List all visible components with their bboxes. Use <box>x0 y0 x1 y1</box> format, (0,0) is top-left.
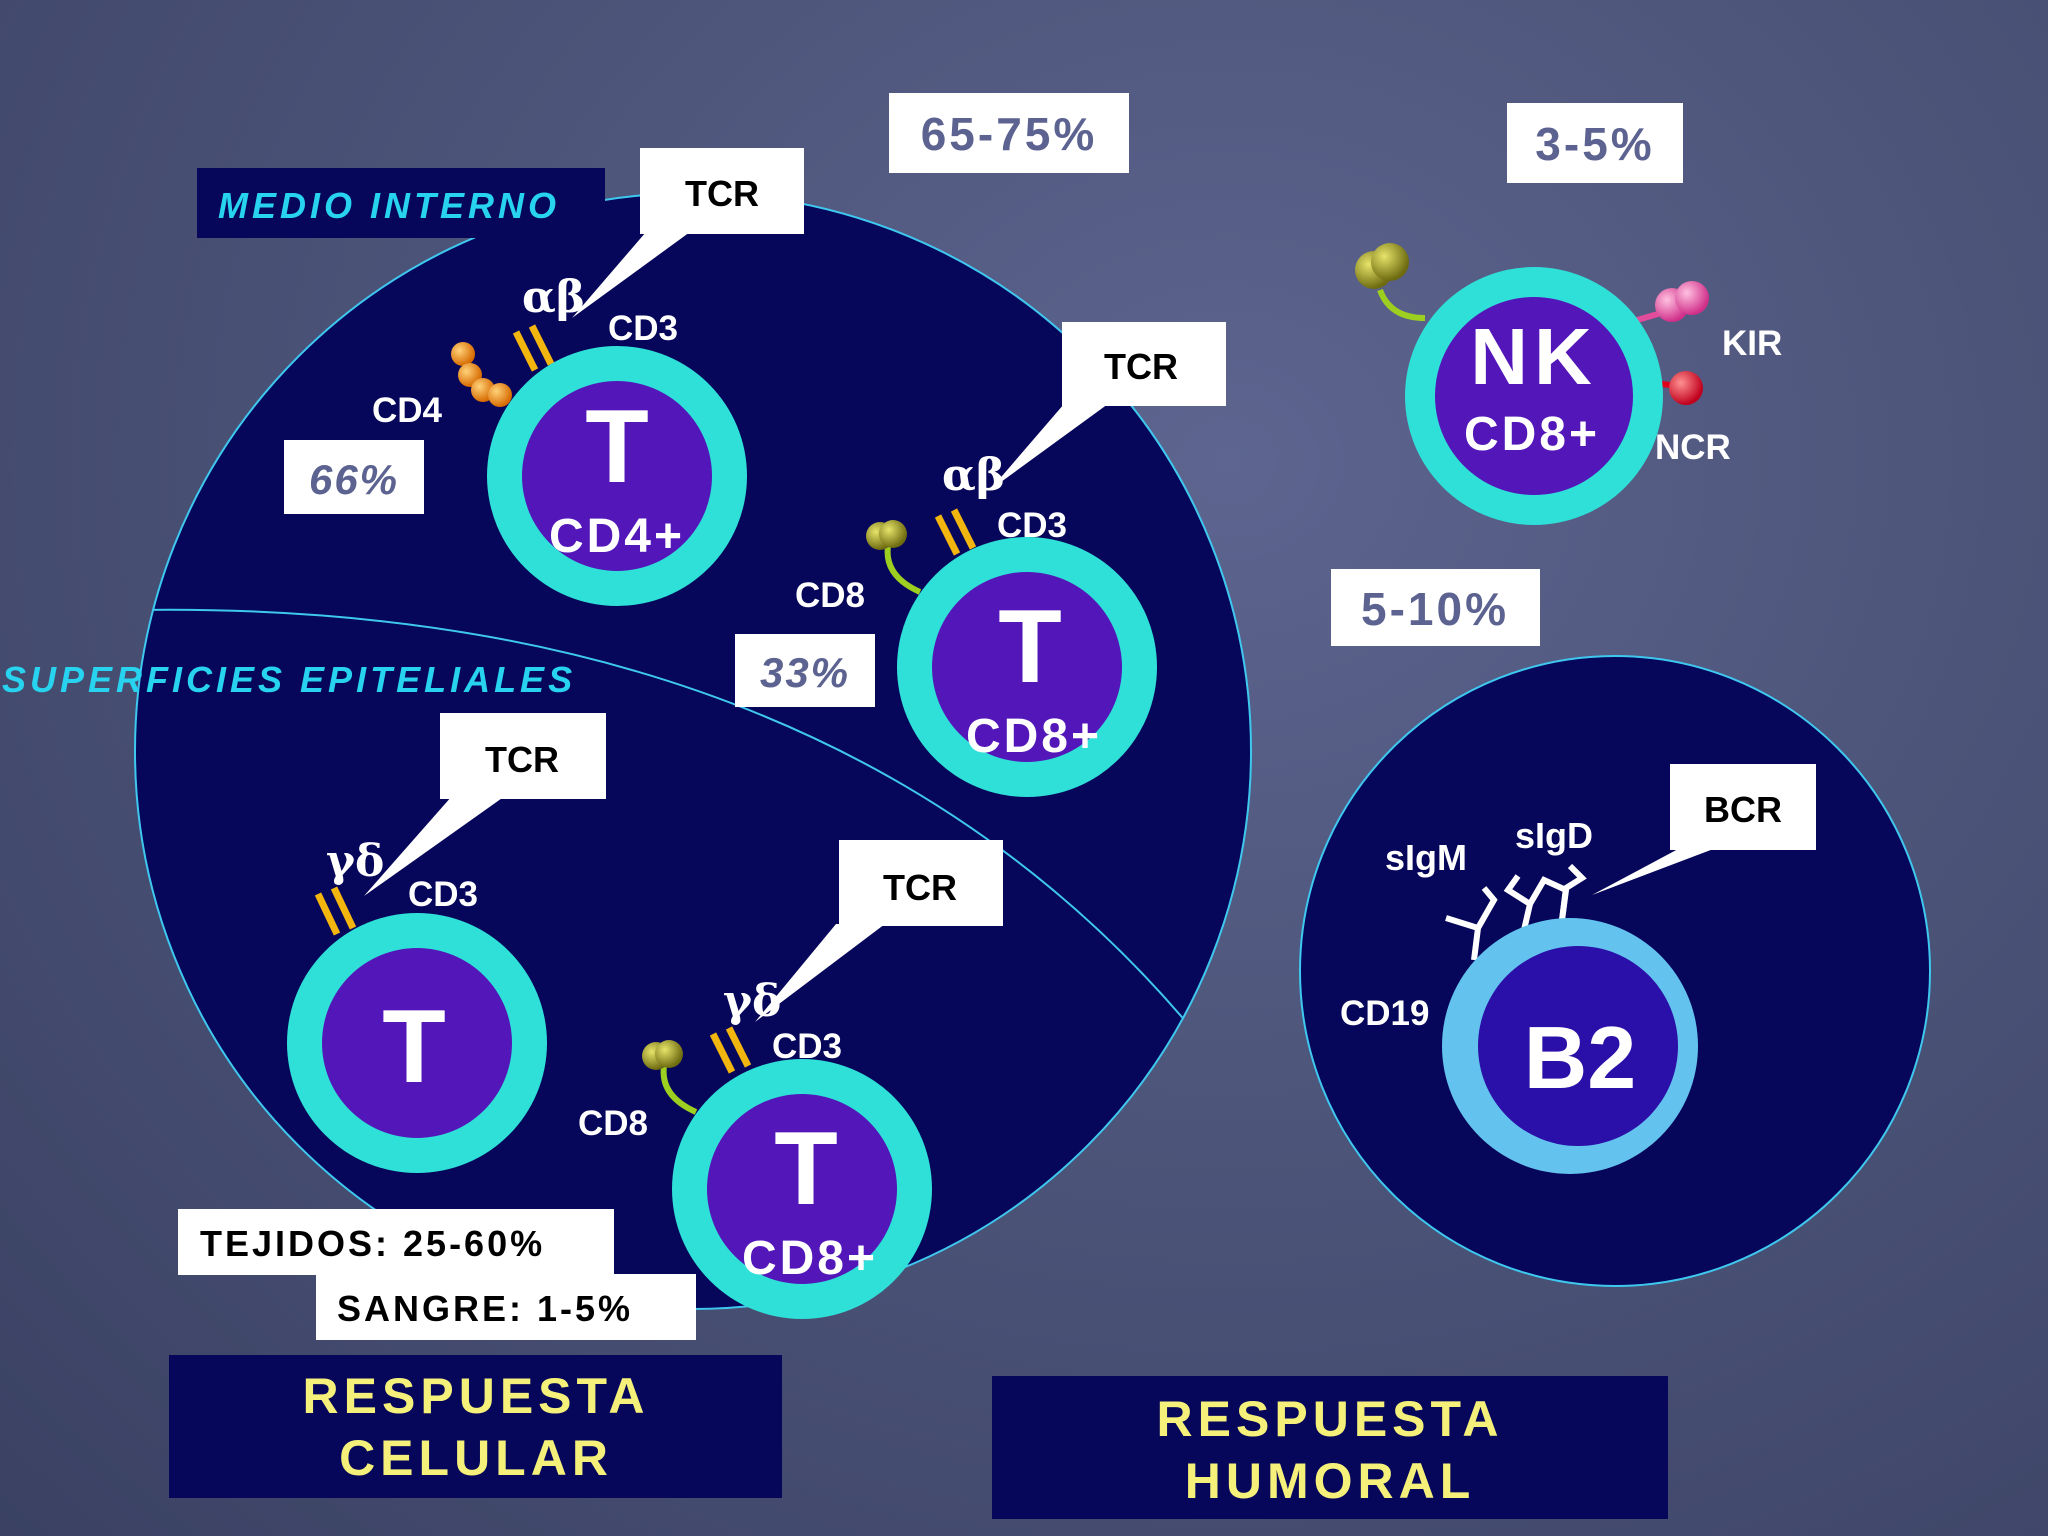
sigm-antibody <box>1445 886 1498 961</box>
kir-molecule <box>1655 281 1709 322</box>
cell-nucleus <box>322 948 512 1138</box>
tcr-chain-left <box>512 330 539 372</box>
tejidos-percent: TEJIDOS: 25-60% <box>200 1223 545 1264</box>
gamma-delta-label: γδ <box>723 976 781 1027</box>
cd4-label: CD4 <box>372 391 443 430</box>
cell-letter: T <box>998 589 1062 705</box>
tcr-chain-left <box>934 514 961 556</box>
alpha-beta-label: αβ <box>942 450 1005 501</box>
tcr-callout-box <box>640 148 804 234</box>
cd8-t-cell-gamma-delta: TCR γδ CD3 CD8 T CD8+ <box>578 840 1003 1319</box>
cell-letter: B2 <box>1524 1008 1637 1107</box>
cd8-label: CD8 <box>578 1104 648 1143</box>
tcr-label: TCR <box>1104 346 1178 387</box>
tcr-callout-box <box>1062 322 1226 406</box>
b2-cell: BCR sIgM sIgD CD19 B2 <box>1340 764 1816 1174</box>
nk-percent-box <box>1507 103 1683 183</box>
cell-subtitle: CD8+ <box>742 1232 878 1285</box>
cd4-share-box <box>284 440 424 514</box>
tcr-chain-right <box>725 1026 752 1068</box>
cd8-molecule <box>866 520 922 595</box>
cd8-share-percent: 33% <box>760 649 850 696</box>
medio-interno-label: MEDIO INTERNO <box>218 185 560 226</box>
gamma-delta-t-cell: TCR γδ CD3 T <box>287 713 606 1173</box>
cd3-label: CD3 <box>608 309 678 348</box>
tcr-callout-pointer <box>755 924 885 1022</box>
cell-nucleus <box>1435 297 1633 495</box>
cd8-label: CD8 <box>795 576 865 615</box>
humoral-response-line1: RESPUESTA <box>1157 1391 1504 1447</box>
tcr-chain-right <box>950 508 977 550</box>
tcr-label: TCR <box>485 739 559 780</box>
cd4-t-cell: TCR αβ CD3 CD4 T CD4+ <box>372 148 804 606</box>
cd19-label: CD19 <box>1340 994 1429 1033</box>
cellular-response-box <box>169 1355 782 1498</box>
medio-interno-box <box>197 168 605 238</box>
kir-label: KIR <box>1722 324 1782 363</box>
cell-subtitle: CD8+ <box>966 710 1102 763</box>
bcr-callout-pointer <box>1592 848 1716 895</box>
cell-letter: T <box>382 989 446 1105</box>
cell-nucleus <box>932 572 1122 762</box>
tcr-callout-pointer <box>364 796 505 896</box>
epithelial-divider-line <box>139 608 1241 1091</box>
cellular-response-line2: CELULAR <box>339 1430 613 1486</box>
cellular-response-line1: RESPUESTA <box>303 1368 650 1424</box>
tcr-label: TCR <box>883 867 957 908</box>
t-cells-percent-box <box>889 93 1129 173</box>
tcr-callout-pointer <box>572 232 690 318</box>
cd4-share-percent: 66% <box>309 456 399 503</box>
cd8-t-cell-alpha-beta: TCR αβ CD3 CD8 T CD8+ <box>795 322 1226 797</box>
tcr-callout-box <box>839 840 1003 926</box>
bcr-label: BCR <box>1704 789 1782 830</box>
ncr-molecule <box>1669 371 1703 405</box>
nk-cell: KIR NCR NK CD8+ <box>1355 243 1782 525</box>
alpha-beta-label: αβ <box>522 272 585 323</box>
humoral-response-box <box>992 1376 1668 1519</box>
tcr-callout-pointer <box>990 404 1108 490</box>
gamma-delta-label: γδ <box>326 836 384 887</box>
tcr-callout-box <box>440 713 606 799</box>
ncr-label: NCR <box>1655 428 1731 467</box>
cell-nucleus <box>707 1094 897 1284</box>
b-cells-percent: 5-10% <box>1361 583 1509 635</box>
tcr-label: TCR <box>685 173 759 214</box>
tcr-chain-right <box>528 324 555 366</box>
cd3-label: CD3 <box>408 875 478 914</box>
cell-subtitle: CD8+ <box>1464 408 1600 461</box>
sangre-percent: SANGRE: 1-5% <box>337 1288 633 1329</box>
cell-letter: T <box>774 1111 838 1227</box>
nk-cd8-molecule <box>1355 243 1426 321</box>
cd4-molecule <box>451 342 512 407</box>
t-cells-percent: 65-75% <box>921 108 1098 160</box>
sigd-label: sIgD <box>1515 815 1593 856</box>
b-cells-percent-box <box>1331 569 1540 646</box>
tejidos-box <box>178 1209 614 1275</box>
cd8-share-box <box>735 634 875 707</box>
cell-letter: T <box>585 389 649 505</box>
nk-percent: 3-5% <box>1535 118 1654 170</box>
sigd-antibody <box>1503 863 1587 931</box>
cell-nucleus <box>1478 946 1678 1146</box>
cell-letter: NK <box>1470 312 1598 401</box>
sigm-label: sIgM <box>1385 837 1467 878</box>
sangre-box <box>316 1274 696 1340</box>
tcr-chain-right <box>330 886 357 930</box>
cd8-molecule <box>642 1040 698 1115</box>
cell-nucleus <box>522 381 712 571</box>
humoral-response-line2: HUMORAL <box>1185 1453 1476 1509</box>
tcr-chain-left <box>314 892 341 936</box>
bcr-callout-box <box>1670 764 1816 850</box>
cell-subtitle: CD4+ <box>549 510 685 563</box>
tcr-chain-left <box>709 1032 736 1074</box>
superficies-epiteliales-label: SUPERFICIES EPITELIALES <box>2 659 576 700</box>
